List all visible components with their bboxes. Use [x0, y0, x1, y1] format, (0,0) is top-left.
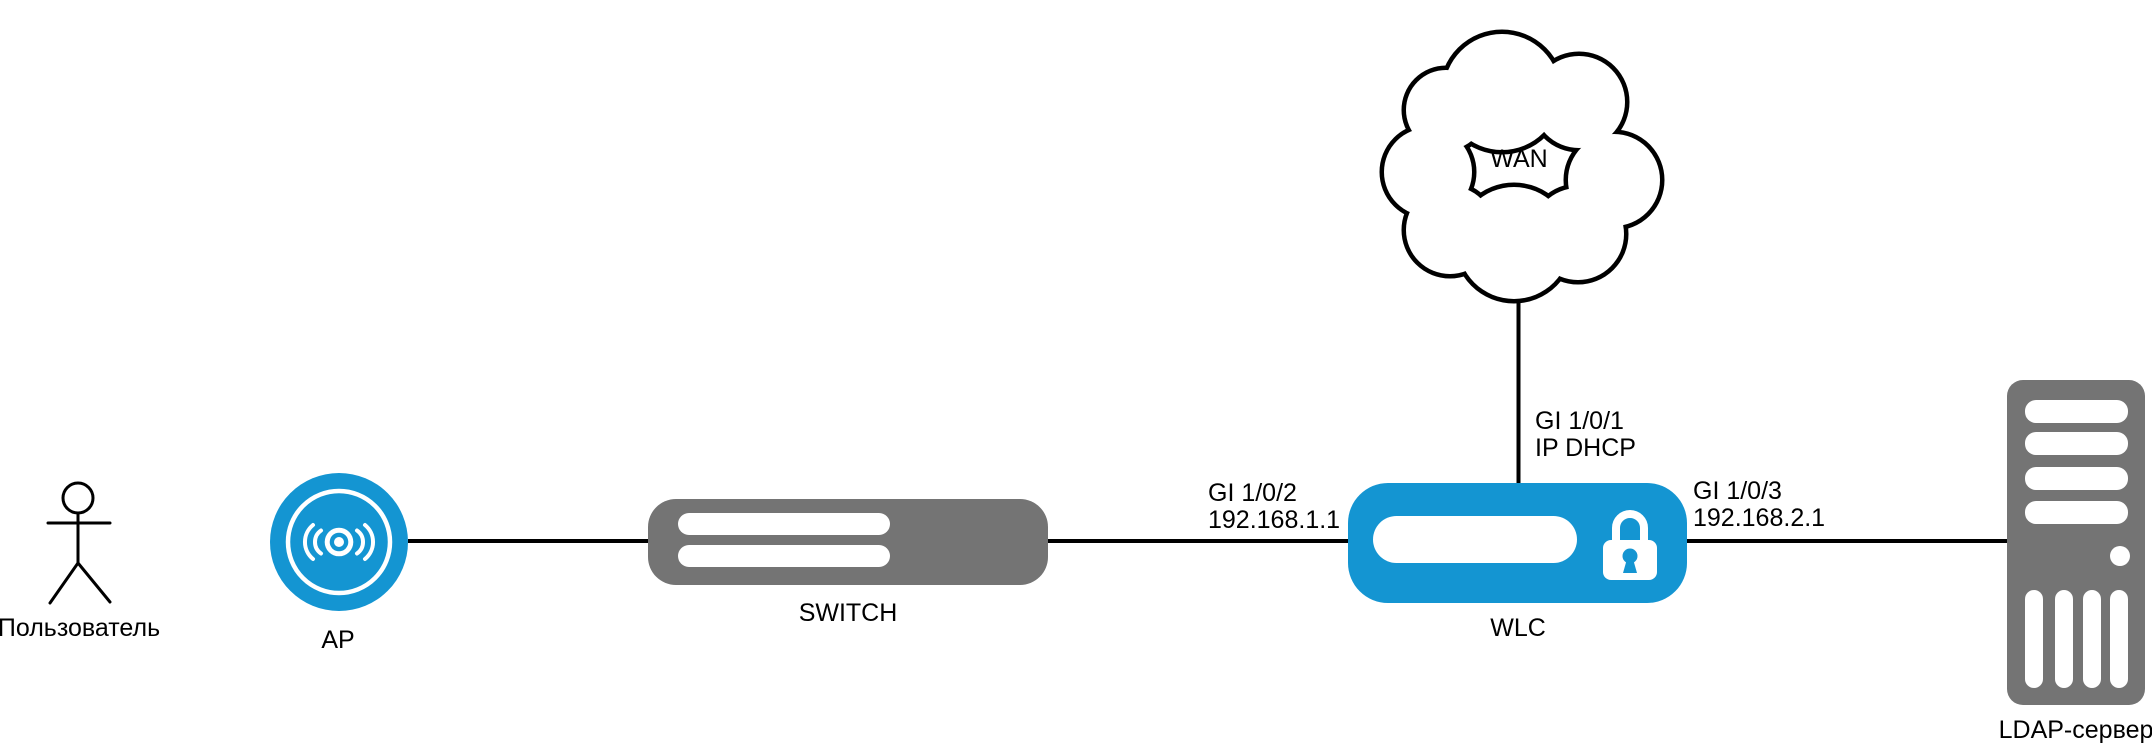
ap-outer-ring [285, 488, 393, 596]
server-vent-slat [2110, 590, 2128, 688]
server-vent-slat [2025, 590, 2043, 688]
wlc-label: WLC [1490, 614, 1546, 642]
port-interface: GI 1/0/1 [1535, 407, 1624, 435]
server-drive-bay [2025, 467, 2128, 490]
switch-port-bar [678, 513, 890, 535]
server-drive-bay [2025, 501, 2128, 524]
port-address: 192.168.1.1 [1208, 506, 1341, 534]
wlc-display-bar [1373, 516, 1577, 563]
access-point-icon [270, 473, 408, 611]
person-right-leg [76, 561, 112, 604]
connection-lines [408, 293, 2009, 543]
ldap-label: LDAP-сервер [1998, 716, 2152, 744]
port-address: IP DHCP [1535, 434, 1636, 462]
switch-node [648, 499, 1048, 585]
port-label-gi101: GI 1/0/1 IP DHCP [1535, 408, 1636, 462]
switch-label: SWITCH [798, 599, 898, 627]
lock-icon [1603, 510, 1657, 580]
switch-port-bar [678, 545, 890, 567]
ldap-server-node [2007, 380, 2145, 705]
ap-label: AP [321, 626, 355, 654]
wan-label: WAN [1490, 145, 1548, 173]
port-label-gi102: GI 1/0/2 192.168.1.1 [1208, 480, 1340, 534]
port-interface: GI 1/0/2 [1208, 479, 1297, 507]
ap-hub-dot [334, 537, 344, 547]
port-interface: GI 1/0/3 [1693, 477, 1782, 505]
port-label-gi103: GI 1/0/3 192.168.2.1 [1693, 478, 1825, 532]
person-left-leg [48, 561, 80, 605]
server-drive-bay [2025, 400, 2128, 423]
user-label: Пользователь [0, 614, 161, 642]
server-vent-slat [2083, 590, 2101, 688]
server-vent-slat [2055, 590, 2073, 688]
person-head [61, 481, 95, 515]
port-address: 192.168.2.1 [1693, 504, 1826, 532]
server-drive-bay [2025, 432, 2128, 455]
server-power-button [2110, 546, 2130, 566]
wan-cloud-icon [1379, 29, 1665, 304]
ap-radio-waves-icon [302, 523, 376, 561]
wlc-node [1348, 483, 1687, 603]
user-person-icon [46, 481, 112, 605]
